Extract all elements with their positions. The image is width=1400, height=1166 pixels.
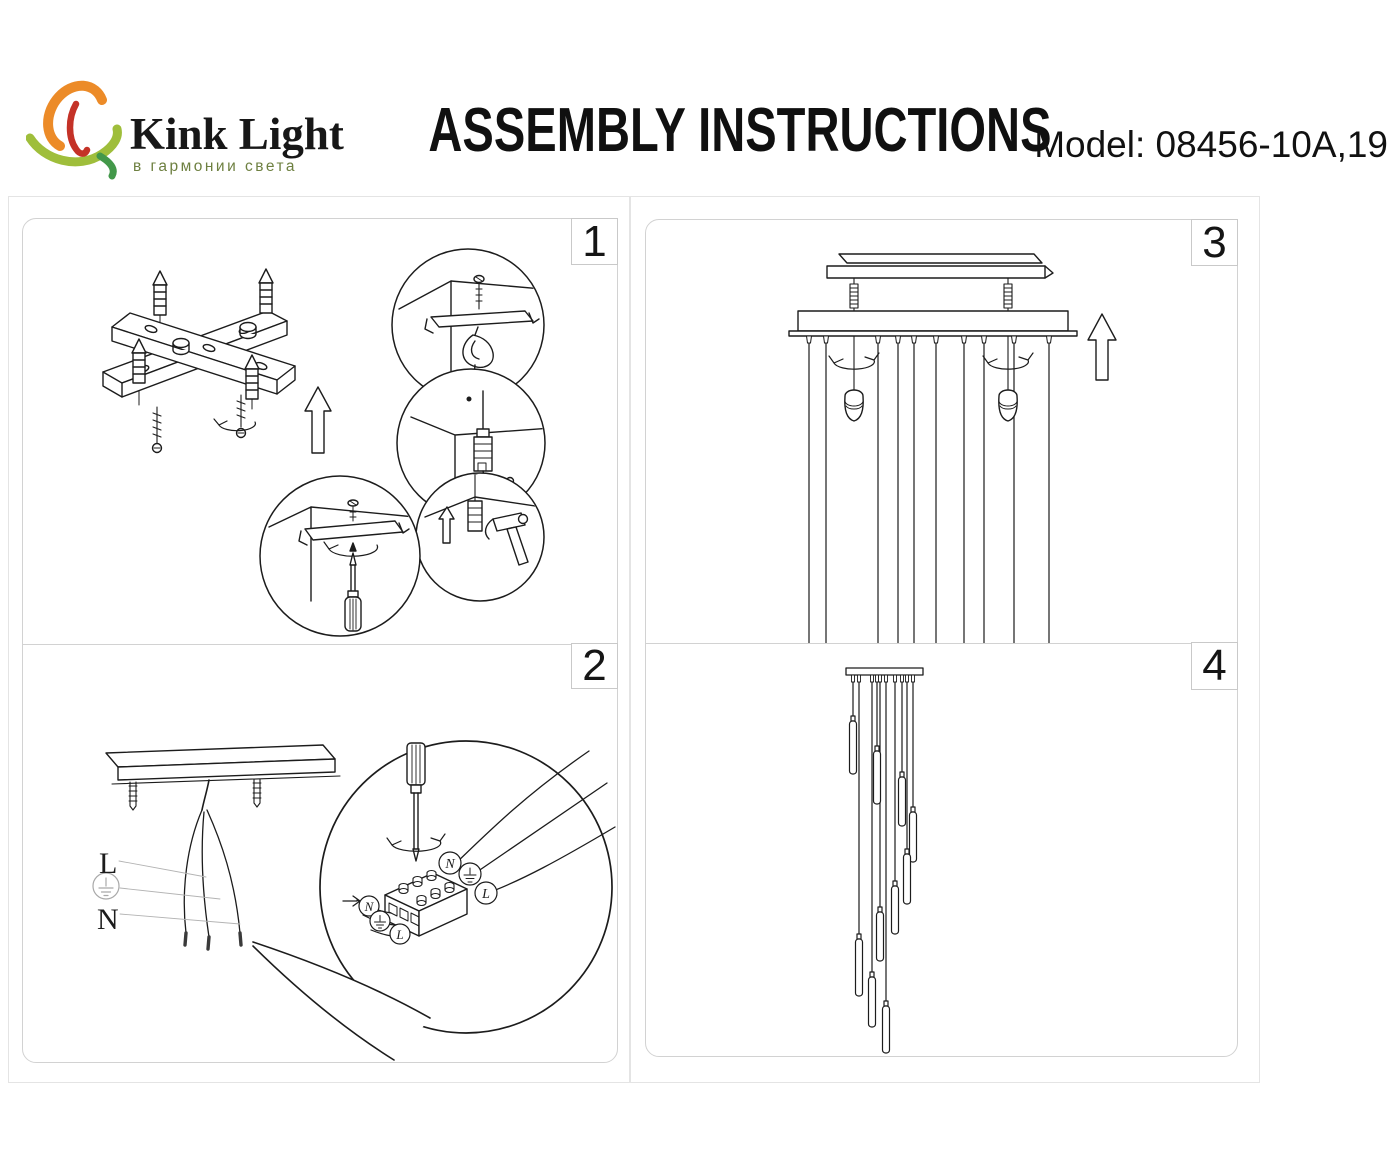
model-number: Model: 08456-10A,19 bbox=[1034, 124, 1388, 165]
step-number-3: 3 bbox=[1191, 219, 1238, 266]
page-title-text: ASSEMBLY INSTRUCTIONS bbox=[428, 96, 1052, 165]
step-number-1: 1 bbox=[571, 218, 618, 265]
callout-wire-label-l-left: L bbox=[395, 927, 403, 942]
panel-column-right bbox=[645, 219, 1238, 1057]
panel-divider-right bbox=[646, 643, 1237, 644]
brand-name: Kink Light bbox=[130, 109, 344, 159]
drawing-step3-canopy-mounting bbox=[788, 253, 1117, 643]
drawing-step4-finished-fixture bbox=[845, 667, 924, 1054]
wire-label-live: L bbox=[99, 847, 117, 880]
callout-wire-label-l-right: L bbox=[481, 887, 490, 902]
drawing-step1-bracket-mounting bbox=[102, 248, 546, 637]
callout-wire-label-n-left: N bbox=[364, 899, 375, 914]
wire-label-neutral: N bbox=[97, 903, 119, 936]
step-number-2: 2 bbox=[571, 643, 618, 689]
panel-column-left: L N N L N L bbox=[22, 218, 618, 1063]
step-number-4: 4 bbox=[1191, 642, 1238, 690]
callout-wire-label-n-right: N bbox=[444, 857, 455, 872]
brand-tagline: в гармонии света bbox=[133, 158, 298, 175]
drawing-step2-wiring: L N N L N L bbox=[92, 740, 616, 1061]
brand-logo-icon bbox=[26, 80, 122, 180]
panel-divider-left bbox=[23, 644, 617, 645]
page-title: ASSEMBLY INSTRUCTIONS bbox=[330, 100, 1051, 162]
brand-logo bbox=[26, 80, 130, 180]
